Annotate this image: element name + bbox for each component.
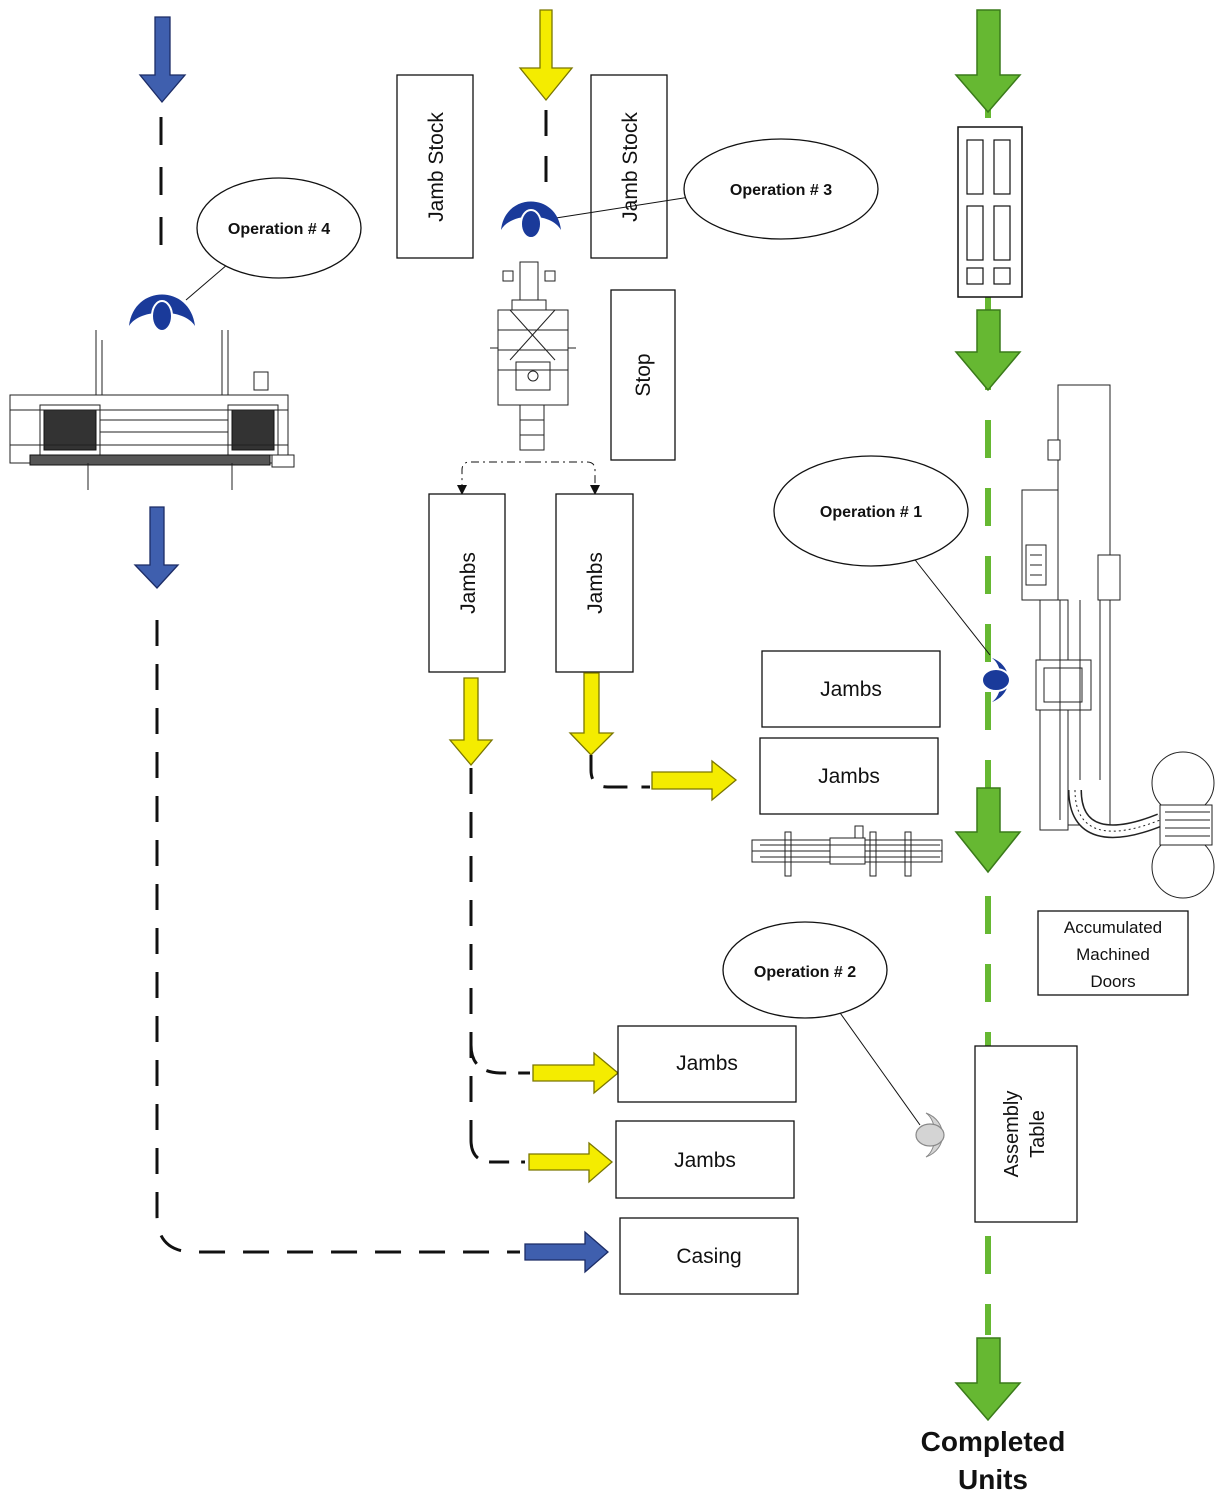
accumulated-line-2: Machined [1076,945,1150,964]
accumulated-doors-box: Accumulated Machined Doors [1037,910,1189,996]
jambs-h2-box: Jambs [759,737,939,815]
accumulated-line-1: Accumulated [1064,918,1162,937]
operation-symbol-icon [129,294,195,332]
completed-units-line-1: Completed [921,1426,1066,1457]
operation-symbol-icon [981,658,1011,702]
jambs-h2-label: Jambs [818,765,880,788]
blue-arrow-top [138,16,187,104]
operation-2-bubble [722,921,888,1019]
yellow-arrow-right-down [568,672,615,756]
yellow-arrow-right [651,759,738,802]
jambs-vertical-right-box: Jambs [555,493,634,673]
yellow-flow [518,9,574,185]
operation-2-label: Operation # 2 [754,964,856,981]
door-panel-icon [957,126,1023,298]
jambs-vertical-left-box: Jambs [428,493,506,673]
jamb-stock-right-label: Jamb Stock [619,112,642,222]
stop-label: Stop [632,353,655,396]
assembly-line-1: Assembly [1001,1091,1023,1178]
green-arrow-2 [954,309,1022,392]
jambs-h3-label: Jambs [676,1052,738,1075]
yellow-path-branch-1 [469,1044,530,1075]
blue-arrow-to-casing [524,1230,609,1274]
operation-1: Operation # 1 [773,455,1011,702]
split-arrow-right [533,461,600,495]
jamb-stock-left-box: Jamb Stock [396,74,474,259]
machine-drawing-icon [490,261,576,451]
operation-4-bubble [196,177,362,279]
jambs-h4-box: Jambs [615,1120,795,1199]
jambs-h1-box: Jambs [761,650,941,728]
operation-3-label: Operation # 3 [730,182,832,199]
green-arrow-3 [954,787,1022,874]
operation-3-bubble [683,138,879,240]
green-arrow-top [954,9,1022,114]
yellow-arrow-to-jambs-4 [528,1141,614,1184]
yellow-arrow-top [518,9,574,102]
operation-1-label: Operation # 1 [820,504,922,521]
operation-4-label: Operation # 4 [228,221,330,238]
blue-path [155,620,520,1254]
blue-flow [138,16,187,255]
casing-label: Casing [676,1245,741,1268]
assembly-table-box: Assembly Table [974,1045,1078,1223]
machine-drawing-icon [751,825,943,877]
operation-symbol-icon [501,201,561,239]
yellow-arrow-to-jambs-3 [532,1051,620,1095]
operation-2: Operation # 2 [722,921,945,1158]
machine-drawing-icon [9,330,295,490]
green-arrow-bottom [954,1337,1022,1422]
jamb-stock-right-box: Jamb Stock [590,74,668,259]
jambs-vertical-left-label: Jambs [457,552,480,614]
yellow-path-branch-2 [469,1139,525,1164]
blue-arrow-down [133,506,180,589]
yellow-path-right [589,755,650,789]
jambs-h1-label: Jambs [820,678,882,701]
operation-1-bubble [773,455,969,567]
casing-box: Casing [619,1217,799,1295]
stop-box: Stop [610,289,676,461]
jambs-vertical-right-label: Jambs [584,552,607,614]
completed-units-line-2: Units [958,1464,1028,1495]
yellow-arrow-left-down [448,677,494,767]
machine-drawing-icon [1021,384,1215,899]
operation-symbol-icon [915,1112,945,1158]
operation-4: Operation # 4 [129,177,362,332]
jamb-stock-left-label: Jamb Stock [425,112,448,222]
assembly-line-2: Table [1027,1110,1049,1158]
jambs-h3-box: Jambs [617,1025,797,1103]
split-arrow-left [457,461,533,495]
jambs-h4-label: Jambs [674,1149,736,1172]
operation-3: Operation # 3 [501,138,879,240]
accumulated-line-3: Doors [1090,972,1135,991]
